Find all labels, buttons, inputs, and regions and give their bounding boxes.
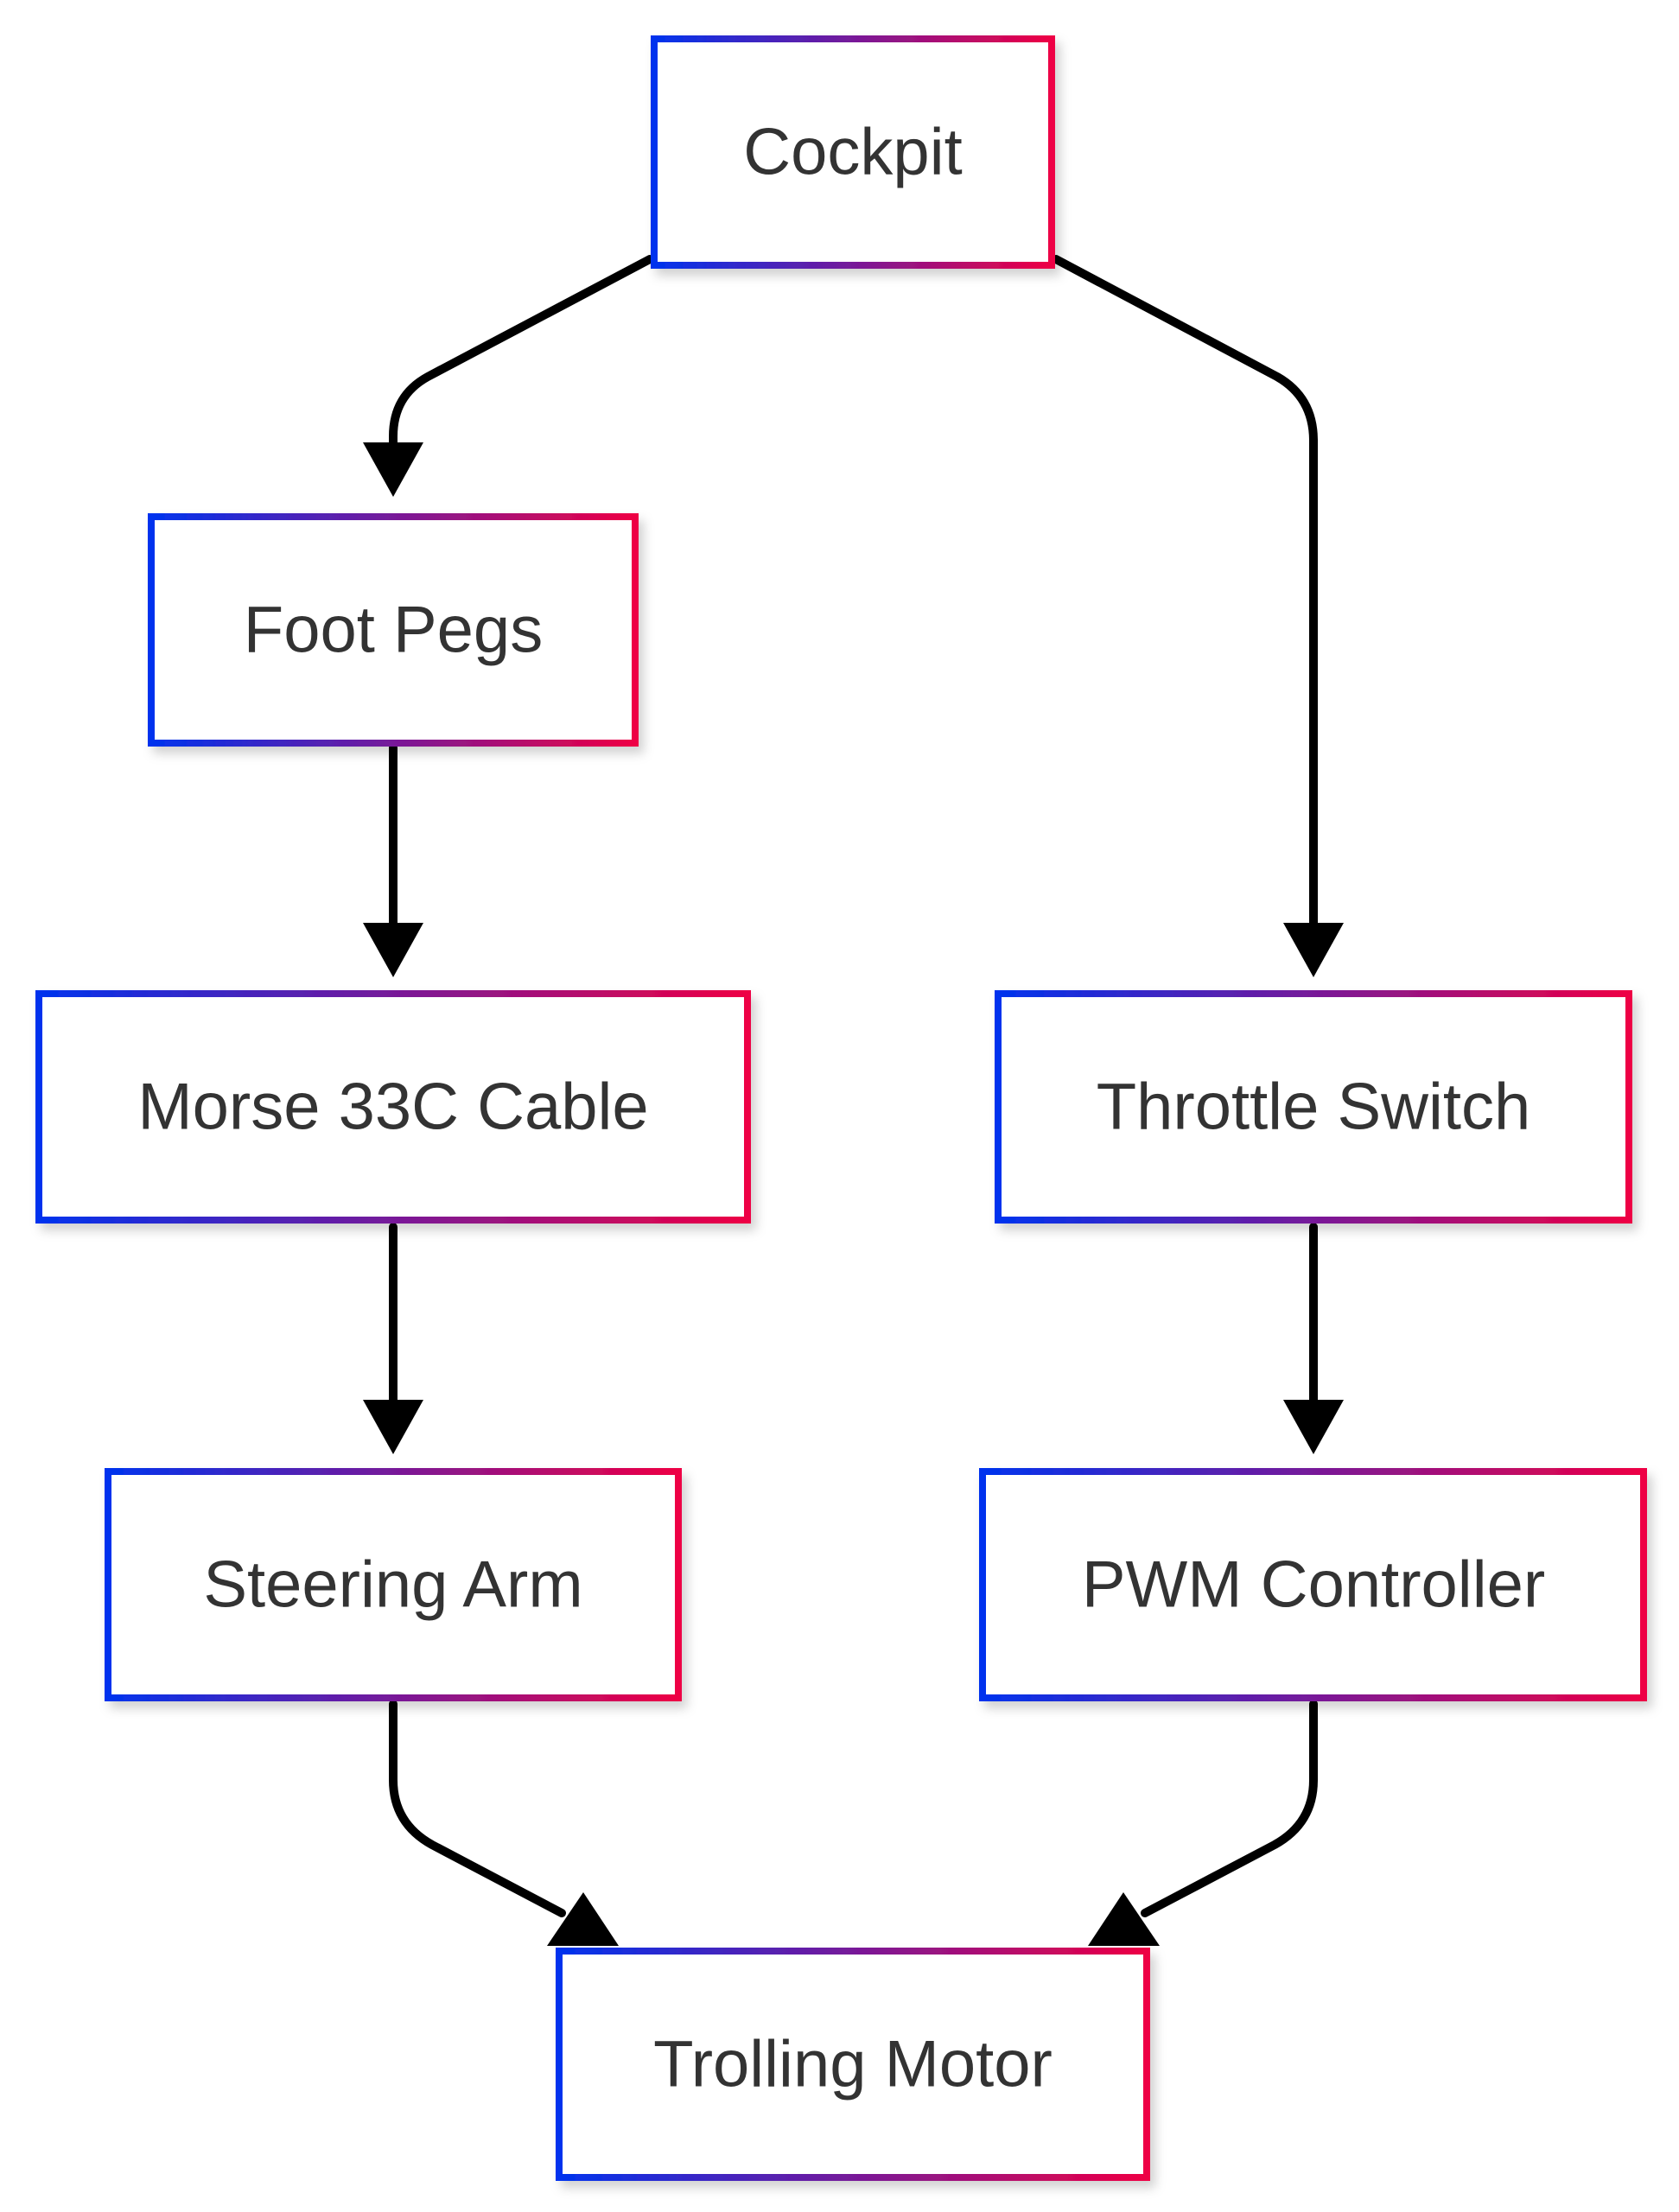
node-trolling-motor-box [556, 1948, 1150, 2181]
edge-steering-arm-to-trolling-motor [389, 1700, 566, 1917]
edge-pwm-controller-to-trolling-motor [1141, 1700, 1318, 1917]
node-morse-cable[interactable]: Morse 33C Cable [35, 990, 751, 1224]
node-steering-arm-box [105, 1468, 682, 1701]
arrowhead-foot-pegs [363, 442, 423, 497]
node-foot-pegs-label: Foot Pegs [244, 594, 543, 667]
node-throttle-switch[interactable]: Throttle Switch [995, 990, 1632, 1224]
arrowhead-steering-arm [363, 1400, 423, 1454]
arrowhead-pwm-controller [1283, 1400, 1344, 1454]
node-trolling-motor-label: Trolling Motor [653, 2028, 1053, 2101]
arrowhead-trolling-motor-left [547, 1892, 619, 1946]
node-cockpit[interactable]: Cockpit [651, 35, 1055, 269]
arrowhead-trolling-motor-right [1088, 1892, 1160, 1946]
node-pwm-controller-box [979, 1468, 1647, 1701]
node-foot-pegs[interactable]: Foot Pegs [148, 513, 639, 747]
node-pwm-controller-label: PWM Controller [1082, 1548, 1545, 1622]
node-steering-arm-label: Steering Arm [203, 1548, 582, 1622]
node-trolling-motor[interactable]: Trolling Motor [556, 1948, 1150, 2181]
node-throttle-switch-label: Throttle Switch [1097, 1071, 1531, 1144]
node-morse-cable-label: Morse 33C Cable [137, 1071, 648, 1144]
node-steering-arm[interactable]: Steering Arm [105, 1468, 682, 1701]
edge-cockpit-to-foot-pegs [389, 255, 654, 454]
node-cockpit-label: Cockpit [743, 116, 962, 189]
edge-cockpit-to-throttle-switch [1052, 255, 1318, 929]
node-cockpit-box [651, 35, 1055, 269]
arrowhead-morse-cable [363, 923, 423, 977]
node-throttle-switch-box [995, 990, 1632, 1224]
node-morse-cable-box [35, 990, 751, 1224]
edges [363, 255, 1344, 1946]
arrowhead-throttle-switch [1283, 923, 1344, 977]
node-pwm-controller[interactable]: PWM Controller [979, 1468, 1647, 1701]
node-foot-pegs-box [148, 513, 639, 747]
